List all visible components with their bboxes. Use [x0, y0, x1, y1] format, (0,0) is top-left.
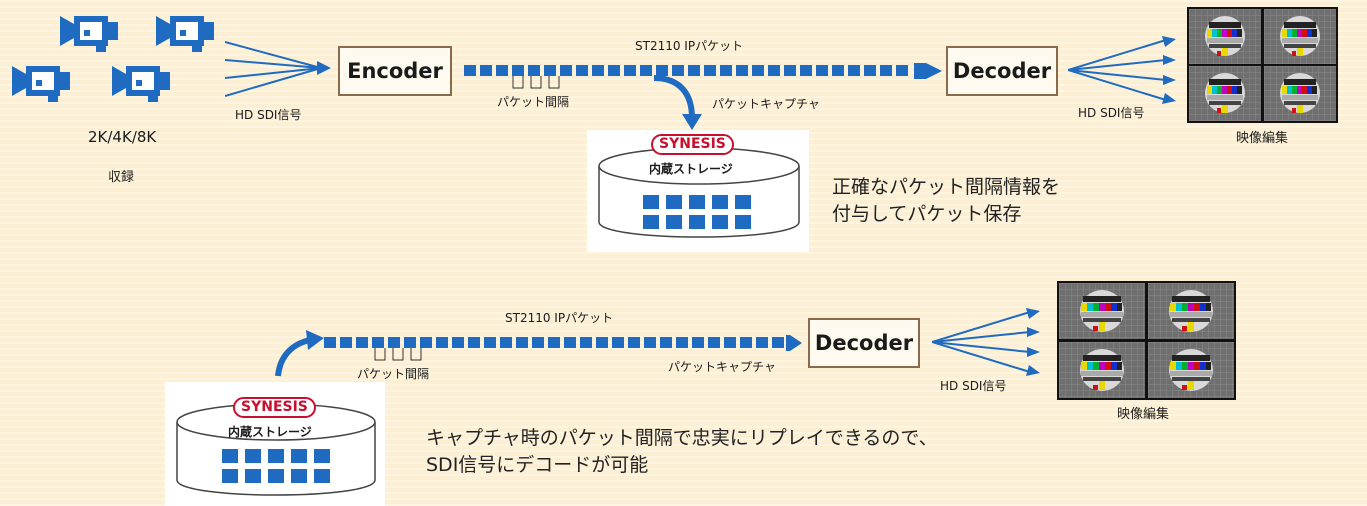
monitor-grid	[1187, 7, 1338, 123]
hd-sdi-label-out: HD SDI信号	[1078, 106, 1145, 120]
packet-interval-label: パケット間隔	[497, 95, 570, 109]
camera-icon	[12, 66, 70, 102]
camera-icon	[60, 16, 118, 52]
note-line-1: 正確なパケット間隔情報を	[832, 176, 1061, 198]
test-pattern-thumbnail	[1189, 66, 1261, 121]
packet-stream-bottom	[324, 335, 804, 351]
note-line-2: 付与してパケット保存	[832, 203, 1022, 225]
record-label: 収録	[108, 170, 135, 185]
test-pattern-thumbnail	[1059, 283, 1145, 339]
monitor-grid-bottom	[1057, 281, 1236, 400]
camera-icon	[156, 16, 214, 52]
note-line-2-bottom: SDI信号にデコードが可能	[426, 454, 649, 476]
synesis-logo-bottom: SYNESIS	[233, 397, 316, 418]
interval-bracket	[512, 76, 560, 89]
video-edit-label-bottom: 映像編集	[1117, 407, 1170, 422]
test-pattern-thumbnail	[1148, 283, 1234, 339]
source-resolution-label: 2K/4K/8K	[88, 128, 157, 146]
fan-in-arrows	[225, 41, 331, 97]
video-edit-label: 映像編集	[1236, 131, 1289, 146]
camera-group	[8, 14, 228, 114]
fan-out-arrows	[1068, 36, 1176, 104]
test-pattern-thumbnail	[1264, 9, 1336, 64]
replay-arrow	[275, 330, 324, 377]
packet-capture-label-bottom: パケットキャプチャ	[668, 360, 776, 374]
storage-label: 内蔵ストレージ	[649, 162, 733, 176]
decoder-box: Decoder	[946, 46, 1058, 96]
camera-icon	[112, 66, 170, 102]
hd-sdi-label-in: HD SDI信号	[235, 108, 302, 122]
stream-label: ST2110 IPパケット	[635, 39, 744, 53]
packet-capture-label: パケットキャプチャ	[712, 97, 820, 111]
synesis-logo: SYNESIS	[651, 134, 734, 155]
storage-label-bottom: 内蔵ストレージ	[228, 425, 312, 439]
test-pattern-thumbnail	[1059, 342, 1145, 398]
note-line-1-bottom: キャプチャ時のパケット間隔で忠実にリプレイできるので、	[426, 427, 938, 449]
hd-sdi-label-bottom: HD SDI信号	[940, 379, 1007, 393]
capture-arrow	[653, 75, 702, 130]
interval-bracket-bottom	[374, 348, 422, 361]
test-pattern-thumbnail	[1264, 66, 1336, 121]
fan-out-arrows-bottom	[932, 308, 1040, 376]
packet-stream	[464, 63, 944, 79]
test-pattern-thumbnail	[1189, 9, 1261, 64]
stream-label-bottom: ST2110 IPパケット	[505, 311, 614, 325]
test-pattern-thumbnail	[1148, 342, 1234, 398]
decoder-box-bottom: Decoder	[808, 318, 920, 368]
packet-interval-label-bottom: パケット間隔	[357, 367, 430, 381]
encoder-box: Encoder	[338, 46, 452, 96]
